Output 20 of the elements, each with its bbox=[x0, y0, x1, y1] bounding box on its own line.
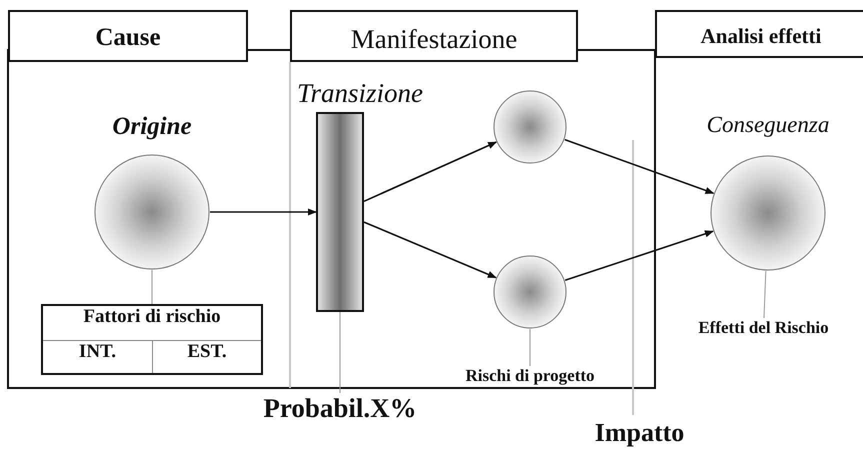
leader-line bbox=[764, 270, 766, 318]
node-heading: Transizione bbox=[296, 78, 424, 109]
leader-label: Effetti del Rischio bbox=[664, 318, 863, 342]
column-header: Manifestazione bbox=[290, 10, 578, 62]
arrow bbox=[564, 138, 714, 194]
arrow bbox=[364, 221, 497, 278]
table-cell: EST. bbox=[152, 341, 261, 373]
table-header-cell: Fattori di rischio bbox=[43, 306, 261, 341]
node-heading: Origine bbox=[111, 113, 193, 141]
column-header: Analisi effetti bbox=[655, 10, 863, 58]
table-cell-text: INT. bbox=[78, 341, 118, 364]
axis-label: Impatto bbox=[594, 418, 686, 448]
arrow bbox=[564, 230, 714, 282]
node-heading: Conseguenza bbox=[706, 112, 830, 138]
arrow bbox=[364, 141, 498, 202]
leader-label: Probabil.X% bbox=[245, 393, 435, 427]
arrow bbox=[210, 208, 317, 216]
leader-label: Rischi di progetto bbox=[420, 366, 640, 390]
table-box bbox=[41, 304, 263, 375]
column-header: Cause bbox=[8, 10, 248, 62]
